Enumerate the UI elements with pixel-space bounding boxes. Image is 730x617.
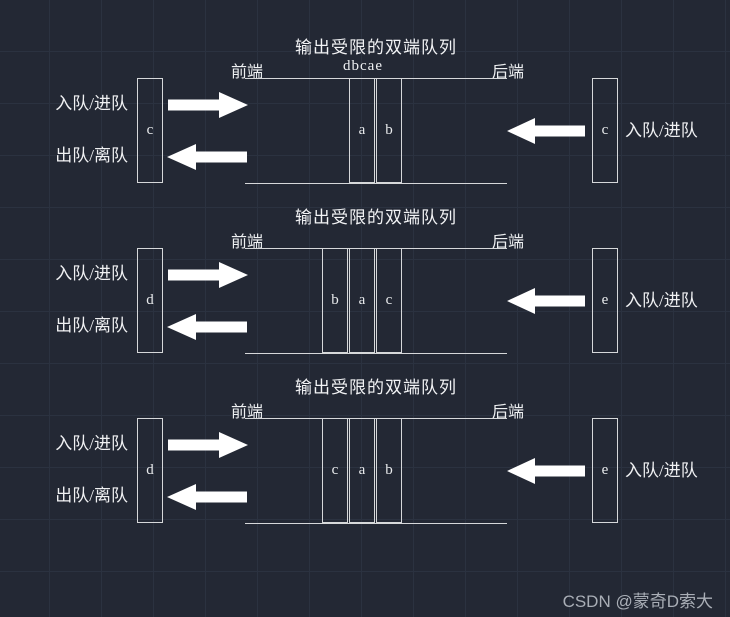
queue-cell: a: [349, 248, 375, 353]
left-arrow-icon: [167, 314, 247, 340]
queue-cell-value: a: [358, 462, 366, 478]
dequeue-label: 出队/离队: [55, 146, 128, 165]
left-element-value: c: [146, 122, 154, 138]
enqueue-label: 入队/进队: [55, 434, 128, 453]
deque-figure-1: 输出受限的双端队列 前端 dbcae 后端 c a b c 入队/进队 出队/离…: [0, 28, 730, 198]
right-element-value: e: [601, 462, 609, 478]
back-enqueue-label: 入队/进队: [625, 291, 698, 310]
left-arrow-icon: [167, 484, 247, 510]
dequeue-label: 出队/离队: [55, 486, 128, 505]
queue-cell: a: [349, 418, 375, 523]
csdn-watermark: CSDN @蒙奇D索大: [562, 592, 713, 611]
queue-cell-value: b: [331, 292, 339, 308]
back-enqueue-label: 入队/进队: [625, 461, 698, 480]
right-element-box: e: [592, 418, 618, 523]
right-arrow-icon: [168, 92, 248, 118]
queue-cell: b: [322, 248, 348, 353]
queue-cell: c: [376, 248, 402, 353]
queue-cell-value: c: [385, 292, 393, 308]
back-end-label: 后端: [491, 64, 525, 81]
deque-figure-3: 输出受限的双端队列 前端 后端 d c a b e 入队/进队 出队/离队 入: [0, 368, 730, 538]
back-end-label: 后端: [491, 404, 525, 421]
left-element-box: c: [137, 78, 163, 183]
queue-cell-value: a: [358, 292, 366, 308]
figure-title: 输出受限的双端队列: [295, 38, 457, 57]
back-end-label: 后端: [491, 234, 525, 251]
left-element-value: d: [146, 292, 154, 308]
left-element-value: d: [146, 462, 154, 478]
right-element-value: e: [601, 292, 609, 308]
enqueue-label: 入队/进队: [55, 264, 128, 283]
queue-cell-value: a: [358, 122, 366, 138]
left-arrow-icon: [507, 288, 585, 314]
front-end-label: 前端: [230, 404, 264, 421]
queue-bottom-line: [245, 183, 507, 184]
queue-cell: b: [376, 78, 402, 183]
left-element-box: d: [137, 418, 163, 523]
sequence-label: dbcae: [343, 58, 383, 74]
right-element-value: c: [601, 122, 609, 138]
right-arrow-icon: [168, 432, 248, 458]
queue-cell-value: b: [385, 122, 393, 138]
left-element-box: d: [137, 248, 163, 353]
queue-cell: a: [349, 78, 375, 183]
figure-title: 输出受限的双端队列: [295, 208, 457, 227]
front-end-label: 前端: [230, 64, 264, 81]
queue-cell: b: [376, 418, 402, 523]
back-enqueue-label: 入队/进队: [625, 121, 698, 140]
dequeue-label: 出队/离队: [55, 316, 128, 335]
queue-cell: c: [322, 418, 348, 523]
figure-title: 输出受限的双端队列: [295, 378, 457, 397]
queue-bottom-line: [245, 523, 507, 524]
left-arrow-icon: [167, 144, 247, 170]
left-arrow-icon: [507, 118, 585, 144]
enqueue-label: 入队/进队: [55, 94, 128, 113]
left-arrow-icon: [507, 458, 585, 484]
queue-cell-value: b: [385, 462, 393, 478]
right-element-box: c: [592, 78, 618, 183]
queue-bottom-line: [245, 353, 507, 354]
front-end-label: 前端: [230, 234, 264, 251]
right-arrow-icon: [168, 262, 248, 288]
queue-cell-value: c: [331, 462, 339, 478]
deque-figure-2: 输出受限的双端队列 前端 后端 d b a c e 入队/进队 出队/离队 入: [0, 198, 730, 368]
right-element-box: e: [592, 248, 618, 353]
